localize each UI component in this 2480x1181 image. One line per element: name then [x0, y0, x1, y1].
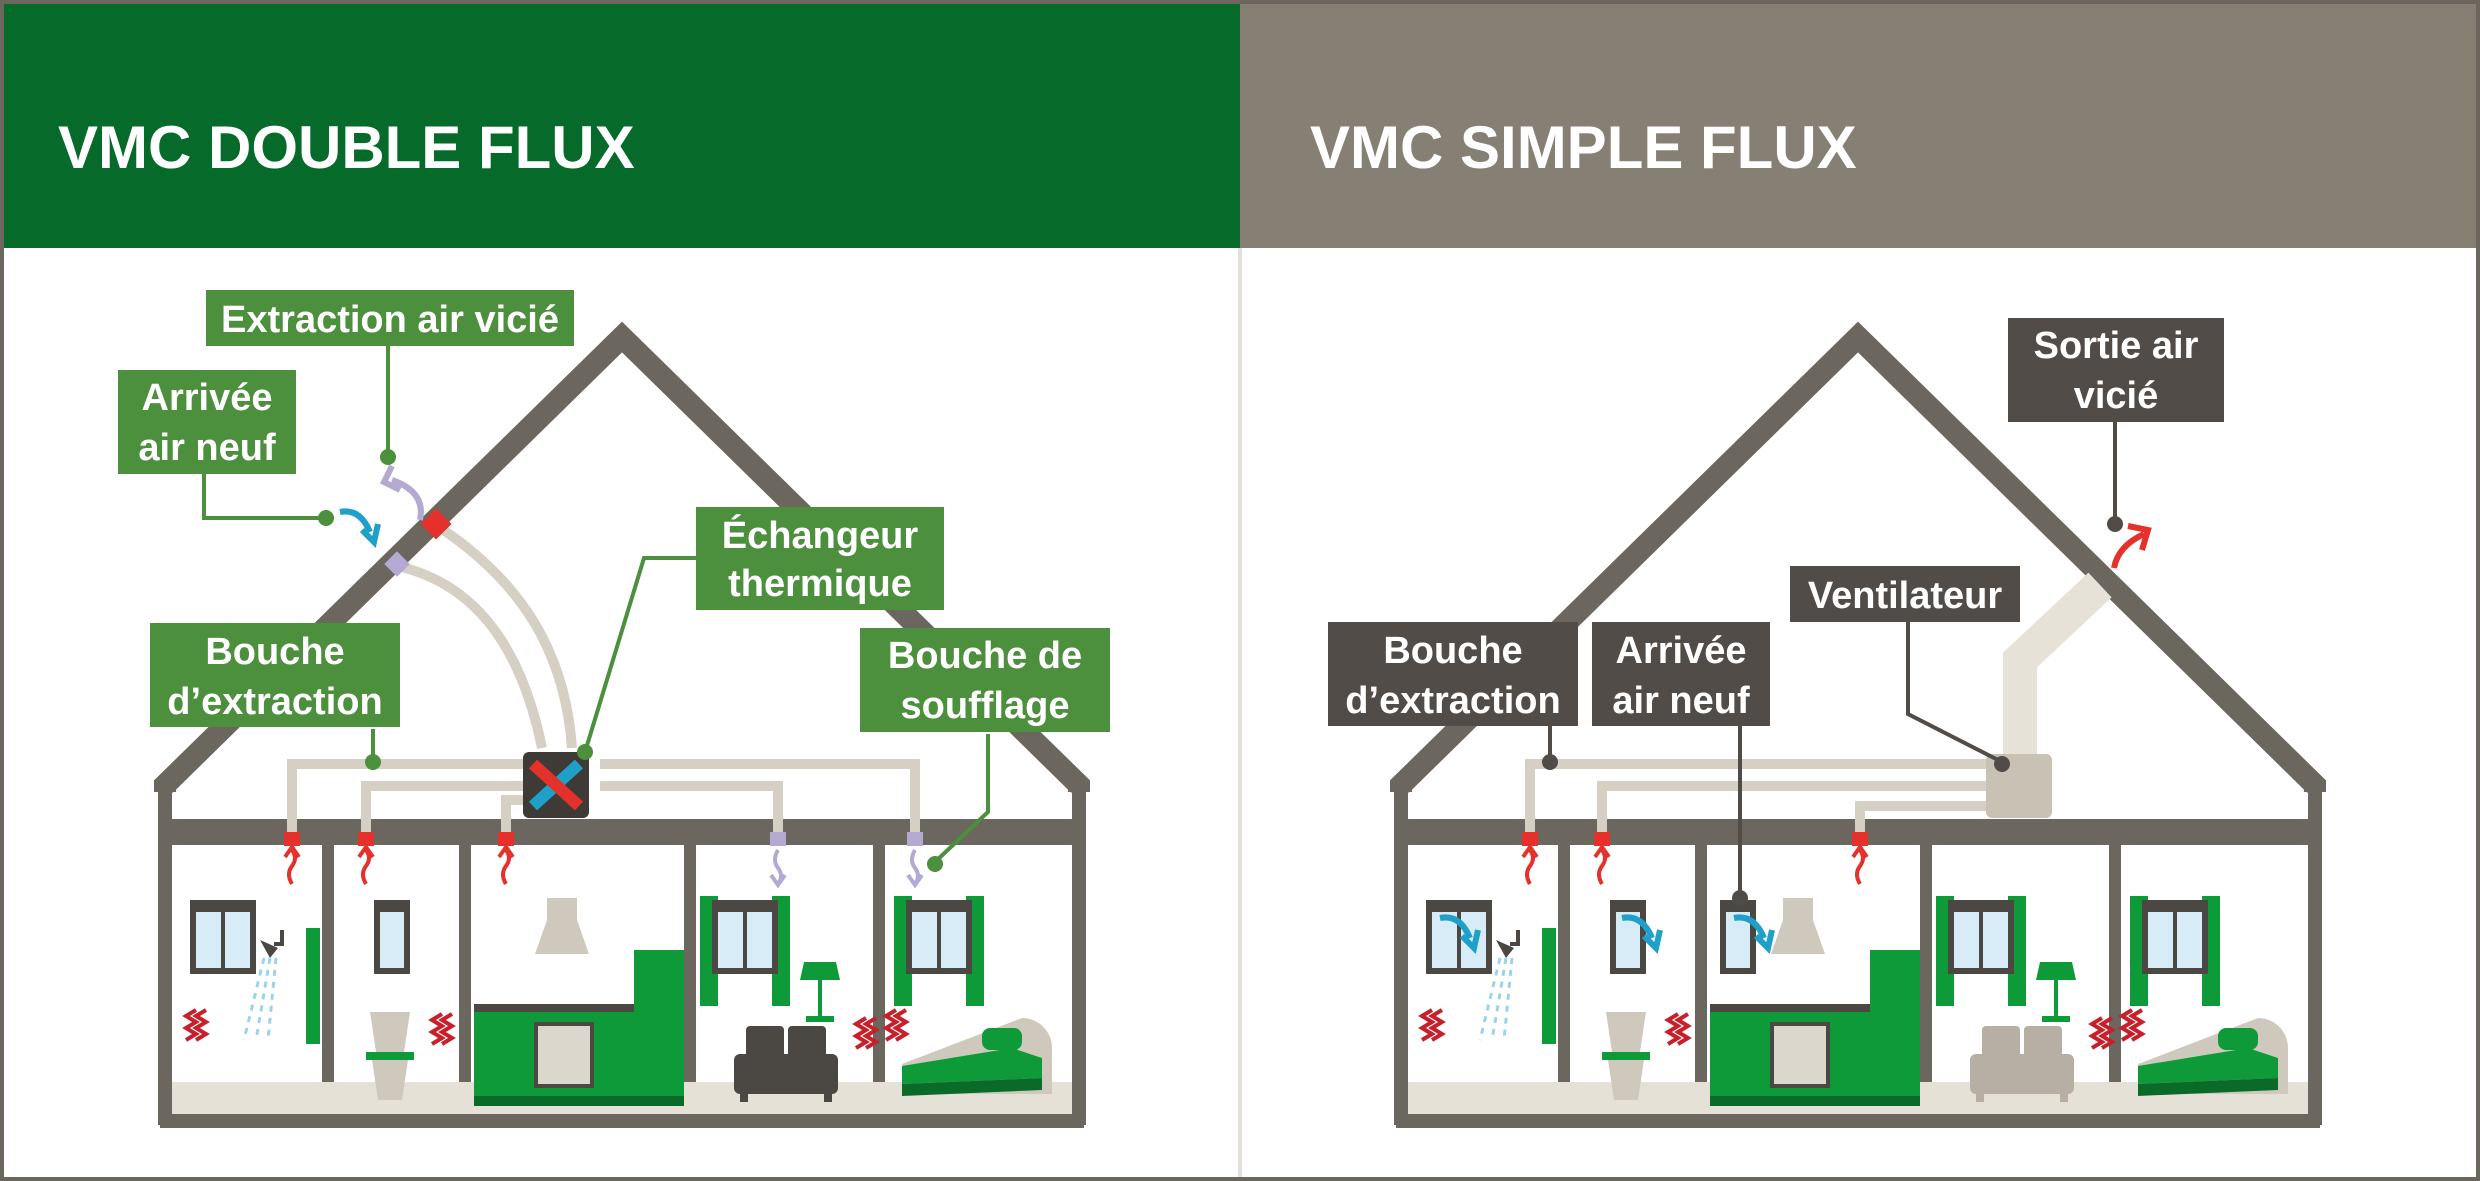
panel-divider: [1238, 248, 1242, 1181]
svg-text:Sortie air: Sortie air: [2034, 325, 2199, 367]
window-icon: [1720, 900, 1772, 974]
exhaust-air-arrow-icon: [379, 464, 424, 521]
header-simple-flux: [1240, 0, 2480, 248]
svg-text:vicié: vicié: [2074, 375, 2159, 417]
svg-text:d’extraction: d’extraction: [1345, 680, 1560, 722]
label-echangeur-thermique: Échangeur thermique: [696, 507, 944, 610]
leader-dots: [1542, 516, 2123, 906]
svg-text:Arrivée: Arrivée: [142, 377, 273, 419]
radiator-icon: [1666, 1012, 1690, 1046]
house-double-flux: [154, 321, 1090, 1128]
svg-text:d’extraction: d’extraction: [167, 681, 382, 723]
label-bouche-soufflage: Bouche de soufflage: [860, 628, 1110, 732]
label-arrivee-air-neuf: Arrivée air neuf: [118, 370, 296, 474]
svg-text:soufflage: soufflage: [901, 685, 1070, 727]
window-icon: [190, 900, 256, 974]
label-bouche-extraction: Bouche d’extraction: [150, 623, 400, 727]
label-arrivee-air-neuf: Arrivée air neuf: [1592, 622, 1770, 726]
label-ventilateur: Ventilateur: [1790, 566, 2020, 622]
heat-exchanger-x-icon: [523, 752, 589, 818]
label-bouche-extraction: Bouche d’extraction: [1328, 622, 1578, 726]
bed-icon: [2138, 1018, 2288, 1096]
svg-text:thermique: thermique: [728, 563, 912, 605]
svg-text:Échangeur: Échangeur: [722, 513, 919, 557]
ducts-simple-flux: [1525, 759, 1990, 835]
svg-text:air neuf: air neuf: [138, 427, 276, 469]
exhaust-air-arrow-icon: [2111, 523, 2152, 569]
svg-text:Bouche: Bouche: [205, 631, 344, 673]
title-double-flux: VMC DOUBLE FLUX: [58, 114, 635, 181]
label-extraction-air-vicie: Extraction air vicié: [206, 290, 574, 346]
radiator-icon: [1420, 1008, 1444, 1042]
label-sortie-air-vicie: Sortie air vicié: [2008, 318, 2224, 422]
panel-simple-flux: VMC SIMPLE FLUX: [1240, 0, 2480, 1128]
svg-text:air neuf: air neuf: [1612, 680, 1750, 722]
extract-grille-icon: [1592, 830, 1612, 886]
shower-door: [1542, 928, 1556, 1044]
extract-grille-icon: [1520, 830, 1540, 886]
range-hood-icon: [1771, 898, 1825, 954]
leader-dots: [318, 449, 943, 872]
svg-text:Ventilateur: Ventilateur: [1808, 575, 2002, 617]
lamp-icon: [2036, 962, 2076, 1022]
sofa-icon: [1970, 1026, 2074, 1102]
window-icon: [1426, 900, 1492, 974]
window-icon: [1936, 896, 2026, 1006]
header-double-flux: [0, 0, 1240, 248]
window-icon: [374, 900, 410, 974]
leader-lines: [202, 338, 990, 864]
svg-text:Bouche de: Bouche de: [888, 635, 1082, 677]
svg-text:Bouche: Bouche: [1383, 630, 1522, 672]
panel-double-flux: VMC DOUBLE FLUX: [0, 0, 1240, 1128]
window-icon: [894, 896, 984, 1006]
extract-grille-icon: [1850, 830, 1870, 886]
ducts-double-flux: [287, 520, 920, 835]
svg-text:Extraction air vicié: Extraction air vicié: [221, 299, 559, 341]
svg-text:Arrivée: Arrivée: [1616, 630, 1747, 672]
window-icon: [700, 896, 790, 1006]
radiator-icon: [2120, 1008, 2144, 1042]
exhaust-duct: [2003, 572, 2112, 760]
shower-door: [306, 928, 320, 1044]
window-icon: [1610, 900, 1660, 974]
window-icon: [2130, 896, 2220, 1006]
title-simple-flux: VMC SIMPLE FLUX: [1310, 114, 1857, 181]
